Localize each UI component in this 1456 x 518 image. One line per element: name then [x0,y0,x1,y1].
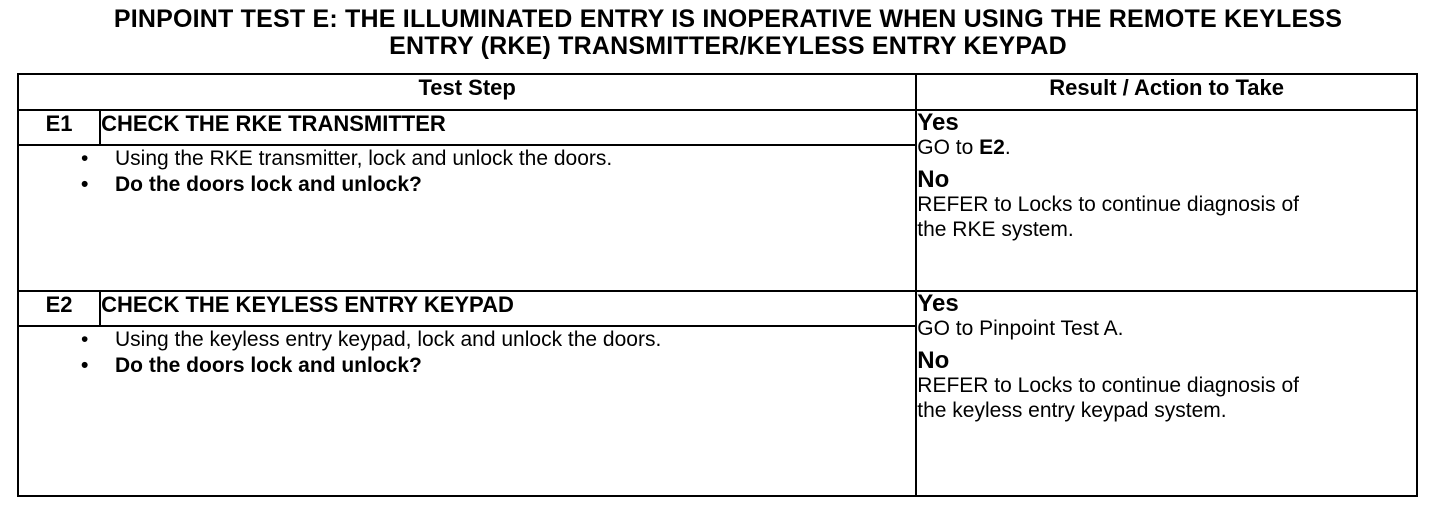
result-yes-label-e2: Yes [917,290,959,317]
step-row-e1-title: E1 CHECK THE RKE TRANSMITTER Yes GO to E… [16,109,1418,292]
step-id-e1: E1 [16,109,102,146]
step-body-e1: •Using the RKE transmitter, lock and unl… [16,144,918,292]
result-no-label-e2: No [917,347,950,374]
step-bullets-e1: •Using the RKE transmitter, lock and unl… [19,146,915,198]
step-body-e2: •Using the keyless entry keypad, lock an… [16,325,918,497]
step-id-e2: E2 [16,290,102,327]
page-title: PINPOINT TEST E: THE ILLUMINATED ENTRY I… [0,6,1456,60]
result-yes-text-e1: GO to E2. [917,135,1416,160]
step-question-e2: •Do the doors lock and unlock? [81,354,422,377]
result-no-text-e1-line2: the RKE system. [917,218,1074,241]
result-no-label-e1: No [917,166,950,193]
step-row-e2-title: E2 CHECK THE KEYLESS ENTRY KEYPAD Yes GO… [16,290,1418,497]
table-header-row: Test Step Result / Action to Take [16,73,1418,111]
step-instruction-e1: •Using the RKE transmitter, lock and unl… [81,147,613,170]
result-no-text-e2-line1: REFER to Locks to continue diagnosis of [917,374,1299,397]
result-yes-prefix-e1: GO to [917,136,980,159]
result-cell-e2: Yes GO to Pinpoint Test A. No REFER to L… [915,290,1418,497]
header-result-action: Result / Action to Take [915,73,1418,111]
result-yes-target-e1: E2 [979,136,1005,159]
bullet-icon: • [81,147,89,170]
step-bullets-e2: •Using the keyless entry keypad, lock an… [19,327,915,379]
header-test-step: Test Step [16,73,918,111]
step-question-e1: •Do the doors lock and unlock? [81,173,422,196]
result-yes-label-e1: Yes [917,109,959,136]
bullet-icon: • [81,354,89,377]
page-title-line-1: PINPOINT TEST E: THE ILLUMINATED ENTRY I… [113,5,1343,33]
pinpoint-test-table: Test Step Result / Action to Take E1 CHE… [16,73,1418,497]
result-no-text-e2-line2: the keyless entry keypad system. [917,399,1227,422]
result-cell-e1: Yes GO to E2. No REFER to Locks to conti… [915,109,1418,292]
result-no-text-e1-line1: REFER to Locks to continue diagnosis of [917,193,1299,216]
step-title-e1: CHECK THE RKE TRANSMITTER [99,109,918,146]
page-title-line-2: ENTRY (RKE) TRANSMITTER/KEYLESS ENTRY KE… [389,32,1067,60]
step-row-e1-body: •Using the RKE transmitter, lock and unl… [16,144,1417,292]
bullet-icon: • [81,173,89,196]
step-row-e2-body: •Using the keyless entry keypad, lock an… [16,325,1417,497]
result-yes-suffix-e1: . [1004,136,1011,159]
bullet-icon: • [81,328,89,351]
step-instruction-e2: •Using the keyless entry keypad, lock an… [81,328,662,351]
step-title-e2: CHECK THE KEYLESS ENTRY KEYPAD [99,290,918,327]
result-yes-text-e2: GO to Pinpoint Test A. [917,317,1124,340]
